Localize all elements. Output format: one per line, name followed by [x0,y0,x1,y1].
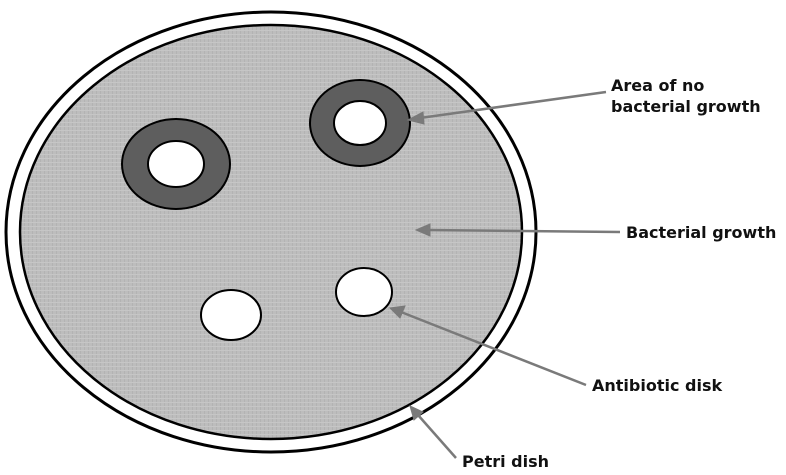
bacterial-lawn [20,25,522,439]
label-no-growth-line2: bacterial growth [611,96,761,117]
antibiotic-disk [201,290,261,340]
label-no-growth-area: Area of no bacterial growth [611,75,761,117]
label-no-growth-line1: Area of no [611,75,761,96]
label-petri-dish: Petri dish [462,451,549,472]
label-bacterial-growth: Bacterial growth [626,222,776,243]
antibiotic-disk [336,268,392,316]
antibiotic-disk [148,141,204,187]
antibiotic-disk [334,101,386,145]
label-antibiotic-disk: Antibiotic disk [592,375,722,396]
arrow-petri-dish [418,415,456,458]
